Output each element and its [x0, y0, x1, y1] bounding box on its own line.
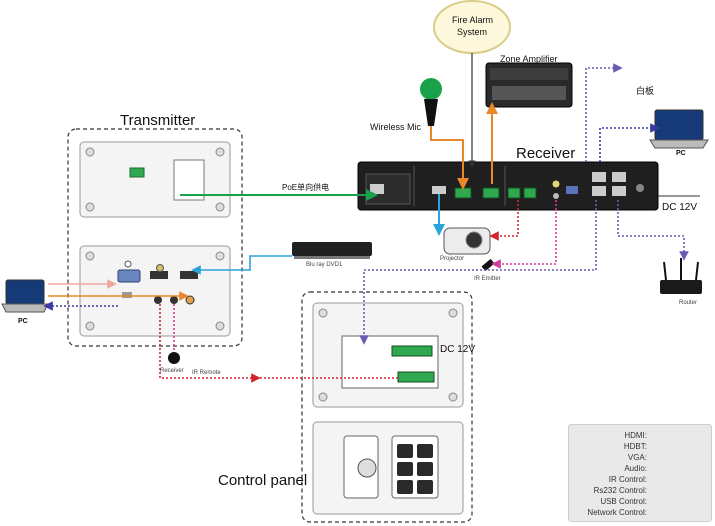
rs232-projector-link	[489, 200, 519, 241]
legend-label-audio: Audio:	[624, 464, 647, 473]
network-router-link	[617, 200, 689, 261]
legend-label-hdmi: HDMI:	[624, 431, 647, 440]
legend-label-usb: USB Control:	[600, 497, 647, 506]
ir-remote-label: IR Remote	[192, 370, 221, 376]
poe-label: PoE单向供电	[282, 183, 330, 192]
transmitter-io-plate	[79, 245, 231, 337]
router	[660, 280, 702, 294]
transmitter-group	[67, 128, 243, 347]
legend-label-network: Network Control:	[587, 508, 647, 517]
pc-left	[5, 279, 45, 305]
wireless-mic	[420, 78, 442, 100]
transmitter-hdbt-plate	[79, 141, 231, 218]
receiver-label: Receiver	[516, 145, 576, 162]
ir-receiver-label: Receiver	[160, 368, 184, 374]
control-panel-label: Control panel	[218, 472, 308, 489]
hdmi-bluray-link	[191, 255, 292, 275]
router-label: Router	[679, 300, 698, 306]
audio-mic-link	[430, 126, 469, 190]
legend-label-hdbt: HDBT:	[623, 442, 647, 451]
network-whiteboard-link	[585, 63, 623, 162]
transmitter-label: Transmitter	[120, 112, 196, 129]
legend-label-rs232: Rs232 Control:	[593, 486, 647, 495]
rs232-control-link	[159, 304, 261, 383]
bluray-player	[292, 242, 372, 256]
legend-label-vga: VGA:	[627, 453, 647, 462]
ir-receiver-device	[168, 352, 180, 364]
receiver-device	[357, 161, 659, 211]
wireless-mic-label: Wireless Mic	[370, 122, 421, 132]
legend-panel: HDMI: HDBT: VGA: Audio: IR Control: Rs23…	[568, 424, 712, 522]
usb-pc-right-link	[599, 123, 660, 162]
whiteboard-label: 白板	[636, 86, 655, 96]
legend-label-ir: IR Control:	[608, 475, 647, 484]
control-panel-keypad	[312, 421, 464, 515]
network-control-link	[359, 200, 597, 345]
ir-emitter-label: IR Emitter	[474, 276, 501, 282]
fire-alarm-label: Fire Alarm System	[452, 15, 494, 37]
projector-label: Projector	[440, 256, 465, 262]
ir-emitter-link	[491, 200, 557, 269]
control-panel-group	[301, 291, 473, 523]
pc-left-label: PC	[18, 318, 28, 325]
panel-dc-label: DC 12V	[440, 344, 476, 355]
receiver-dc-label: DC 12V	[662, 202, 698, 213]
pc-right-label: PC	[676, 150, 686, 157]
zone-amplifier-label: Zone Amplifier	[500, 54, 558, 64]
bluray-label: Blu ray DVD1	[306, 262, 343, 268]
pc-right	[654, 109, 704, 141]
